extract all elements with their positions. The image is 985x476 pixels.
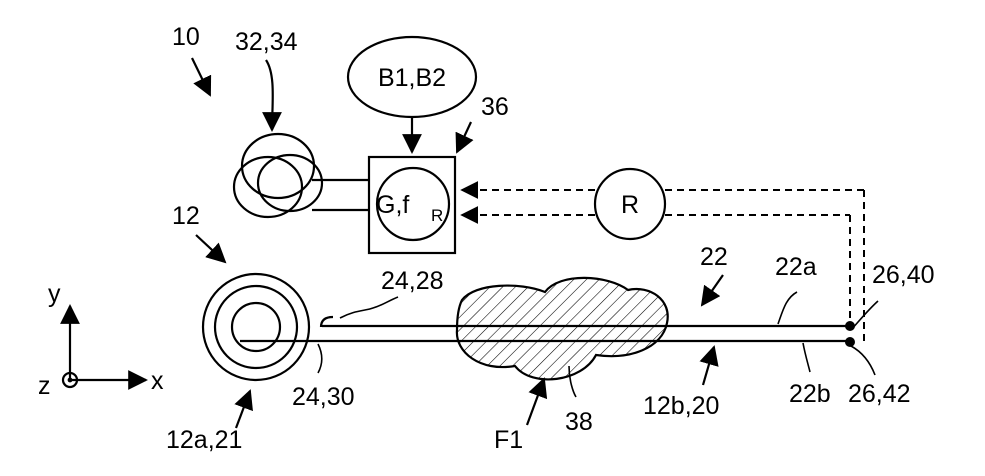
axis-y-label: y <box>48 280 61 308</box>
label-12a-21: 12a,21 <box>166 426 242 454</box>
label-26-40: 26,40 <box>872 261 935 289</box>
label-22a: 22a <box>775 253 817 281</box>
label-38: 38 <box>565 408 593 436</box>
axes <box>63 306 146 387</box>
label-32-34: 32,34 <box>235 28 298 56</box>
label-f1: F1 <box>494 426 523 454</box>
region-f1 <box>457 278 668 380</box>
label-36: 36 <box>481 93 509 121</box>
upper-coil <box>234 134 370 217</box>
label-10: 10 <box>172 23 200 51</box>
axis-z-label: z <box>38 372 51 400</box>
label-g-fr: G,f <box>376 191 409 219</box>
label-22b: 22b <box>789 380 831 408</box>
label-12b-20: 12b,20 <box>643 392 719 420</box>
label-22: 22 <box>700 243 728 271</box>
label-26-42: 26,42 <box>848 380 911 408</box>
label-12: 12 <box>172 202 200 230</box>
axis-x-label: x <box>151 367 164 395</box>
label-b1-b2: B1,B2 <box>378 64 446 92</box>
label-24-30: 24,30 <box>292 383 355 411</box>
label-24-28: 24,28 <box>381 267 444 295</box>
label-g-fr-subscript: R <box>431 206 443 225</box>
lower-coil <box>203 274 333 380</box>
label-r: R <box>621 191 639 219</box>
